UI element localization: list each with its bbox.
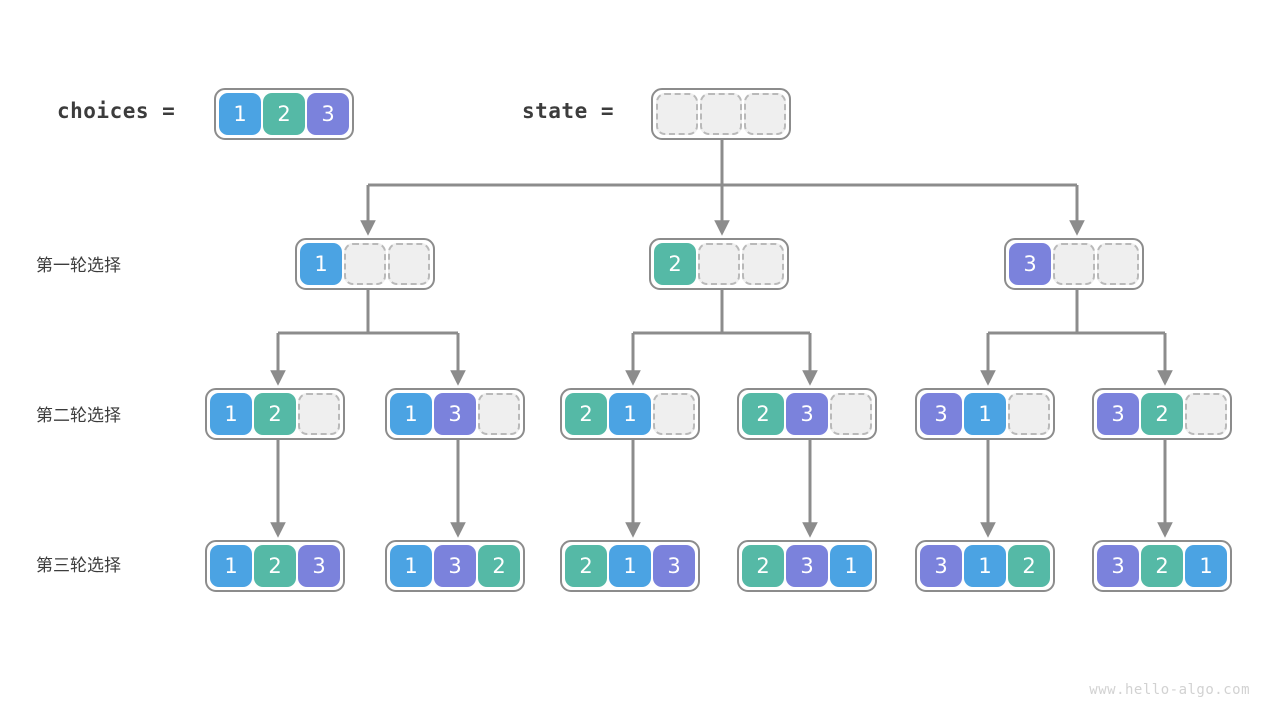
level3-node-5-cell-0: 3 [1097,545,1139,587]
level2-node-5-cell-1: 2 [1141,393,1183,435]
level1-node-1-cell-1 [698,243,740,285]
level3-node-3-cell-2: 1 [830,545,872,587]
level1-node-1-cell-2 [742,243,784,285]
level1-node-1: 2 [649,238,789,290]
level3-node-1: 1 3 2 [385,540,525,592]
level1-node-2-cell-1 [1053,243,1095,285]
level2-node-4-cell-2 [1008,393,1050,435]
level2-node-4-cell-1: 1 [964,393,1006,435]
state-cell-1 [700,93,742,135]
level2-node-3: 2 3 [737,388,877,440]
level3-node-1-cell-1: 3 [434,545,476,587]
level2-node-3-cell-2 [830,393,872,435]
level3-node-4-cell-2: 2 [1008,545,1050,587]
level1-node-2: 3 [1004,238,1144,290]
choices-array: 1 2 3 [214,88,354,140]
level3-node-0: 1 2 3 [205,540,345,592]
row-label-round-3: 第三轮选择 [36,556,121,576]
level3-node-4: 3 1 2 [915,540,1055,592]
level2-node-4: 3 1 [915,388,1055,440]
state-cell-0 [656,93,698,135]
level3-node-1-cell-0: 1 [390,545,432,587]
level1-node-1-cell-0: 2 [654,243,696,285]
level3-node-3-cell-1: 3 [786,545,828,587]
level3-node-2-cell-0: 2 [565,545,607,587]
level2-node-0-cell-0: 1 [210,393,252,435]
level1-node-0: 1 [295,238,435,290]
level2-node-5-cell-2 [1185,393,1227,435]
level2-node-3-cell-1: 3 [786,393,828,435]
state-label: state = [522,99,615,123]
level3-node-3-cell-0: 2 [742,545,784,587]
choices-cell-1: 2 [263,93,305,135]
level1-node-0-cell-2 [388,243,430,285]
level2-node-5: 3 2 [1092,388,1232,440]
level2-node-0-cell-1: 2 [254,393,296,435]
level2-node-2: 2 1 [560,388,700,440]
level3-node-4-cell-0: 3 [920,545,962,587]
level2-node-2-cell-2 [653,393,695,435]
level3-node-4-cell-1: 1 [964,545,1006,587]
level3-node-5: 3 2 1 [1092,540,1232,592]
level2-node-1: 1 3 [385,388,525,440]
choices-cell-2: 3 [307,93,349,135]
level1-node-0-cell-1 [344,243,386,285]
level2-node-0-cell-2 [298,393,340,435]
level2-node-0: 1 2 [205,388,345,440]
row-label-round-1: 第一轮选择 [36,256,121,276]
level3-node-3: 2 3 1 [737,540,877,592]
state-array [651,88,791,140]
level3-node-1-cell-2: 2 [478,545,520,587]
level2-node-1-cell-1: 3 [434,393,476,435]
choices-label: choices = [57,99,176,123]
level3-node-2: 2 1 3 [560,540,700,592]
level3-node-0-cell-1: 2 [254,545,296,587]
level1-node-2-cell-2 [1097,243,1139,285]
site-watermark: www.hello-algo.com [1089,682,1250,698]
row-label-round-2: 第二轮选择 [36,406,121,426]
level3-node-2-cell-2: 3 [653,545,695,587]
level2-node-1-cell-2 [478,393,520,435]
level2-node-3-cell-0: 2 [742,393,784,435]
level2-node-5-cell-0: 3 [1097,393,1139,435]
level1-node-2-cell-0: 3 [1009,243,1051,285]
level1-node-0-cell-0: 1 [300,243,342,285]
level2-node-2-cell-1: 1 [609,393,651,435]
level3-node-0-cell-0: 1 [210,545,252,587]
level3-node-2-cell-1: 1 [609,545,651,587]
level3-node-0-cell-2: 3 [298,545,340,587]
level2-node-2-cell-0: 2 [565,393,607,435]
level2-node-4-cell-0: 3 [920,393,962,435]
state-cell-2 [744,93,786,135]
level3-node-5-cell-2: 1 [1185,545,1227,587]
choices-cell-0: 1 [219,93,261,135]
level2-node-1-cell-0: 1 [390,393,432,435]
level3-node-5-cell-1: 2 [1141,545,1183,587]
